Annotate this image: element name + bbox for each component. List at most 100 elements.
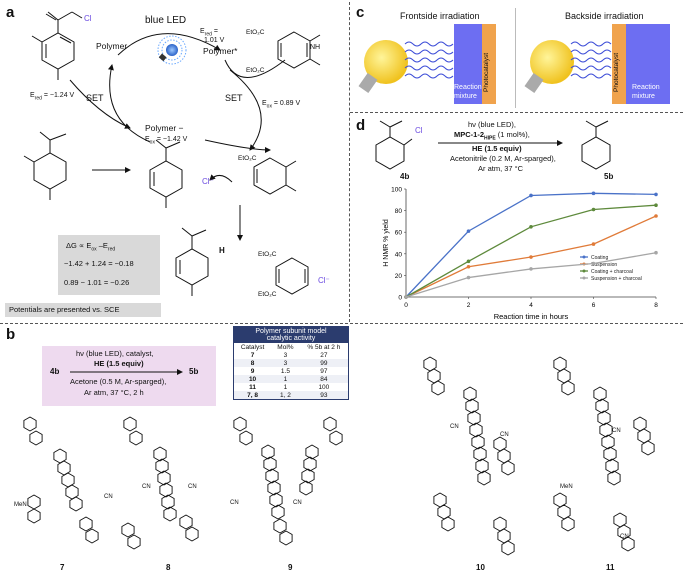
ring <box>155 458 169 474</box>
ring <box>603 446 617 462</box>
pyridinium-molecule <box>275 257 309 295</box>
b-cond-4: Ar atm, 37 °C, 2 h <box>84 388 144 397</box>
ring <box>239 430 253 446</box>
d-chloro-label: Cl <box>415 126 423 135</box>
ring <box>269 492 283 508</box>
y-tick-label: 20 <box>395 273 403 280</box>
table-header-cell: Catalyst <box>240 343 265 351</box>
data-point <box>591 261 596 266</box>
cn-label: CN <box>620 534 629 540</box>
y-tick-label: 40 <box>395 251 403 258</box>
ring <box>271 504 285 520</box>
product-molecule <box>175 227 209 296</box>
ring <box>431 380 445 396</box>
data-point <box>591 207 596 212</box>
ring <box>501 540 515 556</box>
ring <box>179 514 193 530</box>
blue-led-icon <box>157 35 187 65</box>
hantzsch-radical-cation <box>209 157 297 195</box>
table-header-row: Catalyst Mol% % 5b at 2 h <box>234 343 348 351</box>
hantzsch-eox-label: Eox = 0.89 V <box>262 100 301 110</box>
ester-label-3: EtO₂C <box>238 155 257 162</box>
ring <box>27 508 41 524</box>
ester-label-4: EtO₂C <box>258 251 277 258</box>
data-point <box>654 214 658 218</box>
x-tick-label: 2 <box>467 302 471 309</box>
panel-label-c: c <box>356 4 365 21</box>
ring <box>263 456 277 472</box>
polymer-ered-value: 1.01 V <box>204 37 225 44</box>
data-point <box>654 250 658 255</box>
potentials-note: Potentials are presented vs. SCE <box>9 305 120 314</box>
y-axis-label: H NMR % yield <box>383 219 390 267</box>
ester-label-1: EtO₂C <box>246 29 265 36</box>
ring <box>473 446 487 462</box>
compound-label-10: 10 <box>476 563 485 572</box>
polymer-eox-label: Eox = −1.42 V <box>145 136 188 146</box>
data-point <box>404 295 408 299</box>
d-product-label: 5b <box>604 172 614 181</box>
legend-label: Coating <box>591 255 608 261</box>
conditions-box <box>42 346 216 406</box>
x-tick-label: 4 <box>529 302 533 309</box>
panel-label-d: d <box>356 117 366 134</box>
ring <box>69 496 83 512</box>
cn-label: CN <box>500 432 509 438</box>
chloro-label: Cl <box>84 14 92 23</box>
frontside-title: Frontside irradiation <box>400 11 480 21</box>
d-cond-1: hν (blue LED), <box>468 120 516 129</box>
table-header-cell: % 5b at 2 h <box>307 343 341 351</box>
ring <box>123 416 137 432</box>
data-point <box>654 203 658 207</box>
ring <box>303 456 317 472</box>
front-reaction-label-2: mixture <box>454 93 477 100</box>
nh-label: NH <box>310 44 321 51</box>
ring <box>261 444 275 460</box>
compound-label-7: 7 <box>60 563 65 572</box>
table-header-cell: Mol% <box>277 343 294 351</box>
ring <box>301 468 315 484</box>
series-line <box>405 204 657 298</box>
data-point <box>466 229 471 233</box>
legend-label: Coating + charcoal <box>591 269 633 275</box>
legend-marker <box>582 255 586 259</box>
data-point <box>529 255 533 259</box>
men-label: MeN <box>560 484 573 490</box>
ring <box>441 516 455 532</box>
panel-b: b 4b 5b hν (blue LED), catalyst, HE (1.5… <box>0 324 683 577</box>
ring <box>465 398 479 414</box>
panel-a: a <box>0 0 349 323</box>
men-label: MeN <box>14 502 27 508</box>
ring <box>323 416 337 432</box>
b-cond-3: Acetone (0.5 M, Ar-sparged), <box>70 377 167 386</box>
ring <box>185 526 199 542</box>
ring <box>279 530 293 546</box>
chloride-label-2: Cl⁻ <box>318 276 330 285</box>
delta-g-calc-2: 0.89 − 1.01 = −0.26 <box>64 278 130 287</box>
panel-label-b: b <box>6 326 16 343</box>
panel-c-separator <box>515 8 516 108</box>
y-tick-label: 60 <box>395 230 403 237</box>
delta-g-equation: ΔG ∝ Eox –Ered <box>66 241 116 253</box>
irradiation-diagram <box>358 24 670 104</box>
product-5b-molecule <box>581 120 611 170</box>
ring <box>621 536 635 552</box>
panel-d: d Cl hν (blue LED), MPC-1-2HIPE (1 mol%)… <box>350 113 683 323</box>
polymer-anion-label: Polymer − <box>145 123 184 133</box>
cn-label: CN <box>142 484 151 490</box>
aryl-ketone-molecule <box>31 11 83 80</box>
ring <box>29 430 43 446</box>
ring <box>601 434 615 450</box>
hydrogen-label: H <box>219 246 225 255</box>
ester-label-2: EtO₂C <box>246 67 265 74</box>
ring <box>85 528 99 544</box>
ring <box>161 494 175 510</box>
ring <box>163 506 177 522</box>
y-tick-label: 80 <box>395 208 403 215</box>
data-point <box>466 275 471 280</box>
ring <box>79 516 93 532</box>
back-reaction-label-2: mixture <box>632 93 655 100</box>
